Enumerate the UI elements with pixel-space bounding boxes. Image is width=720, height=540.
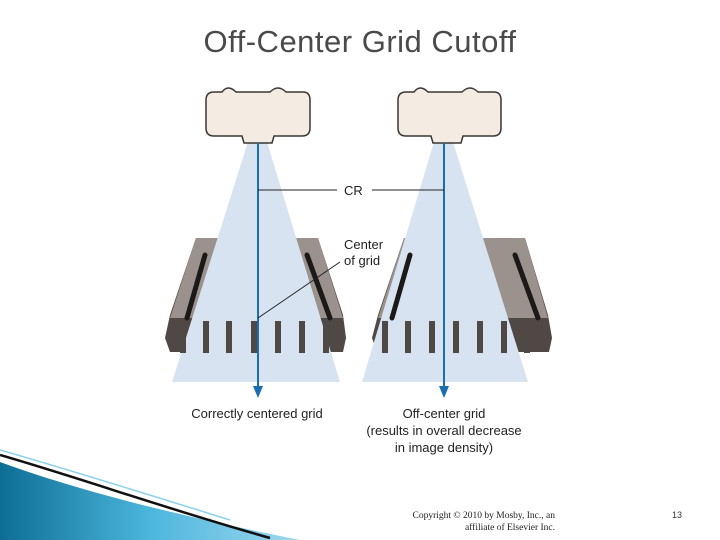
caption-left: Correctly centered grid [191,406,323,421]
left-beam-cone [172,142,340,382]
left-xray-tube [205,87,311,144]
copyright-line-1: Copyright © 2010 by Mosby, Inc., an [412,511,556,521]
copyright-notice: Copyright © 2010 by Mosby, Inc., an affi… [345,510,556,534]
copyright-line-2: affiliate of Elsevier Inc. [464,523,555,533]
center-label-line1: Center [344,237,384,252]
page-number: 13 [672,510,683,520]
right-xray-tube [397,87,502,144]
caption-right-line1: Off-center grid [403,406,486,421]
caption-right-line2: (results in overall decrease [366,423,521,438]
left-grid-lead-strips [180,321,329,353]
center-label-line2: of grid [344,253,380,268]
right-grid-lead-strips [382,321,530,353]
decorative-wave [0,449,300,540]
caption-right-line3: in image density) [395,440,493,455]
center-leader [257,261,341,319]
cr-label: CR [344,183,363,198]
slide-title: Off-Center Grid Cutoff [203,24,517,59]
right-assembly [362,87,552,398]
left-assembly [165,87,346,398]
